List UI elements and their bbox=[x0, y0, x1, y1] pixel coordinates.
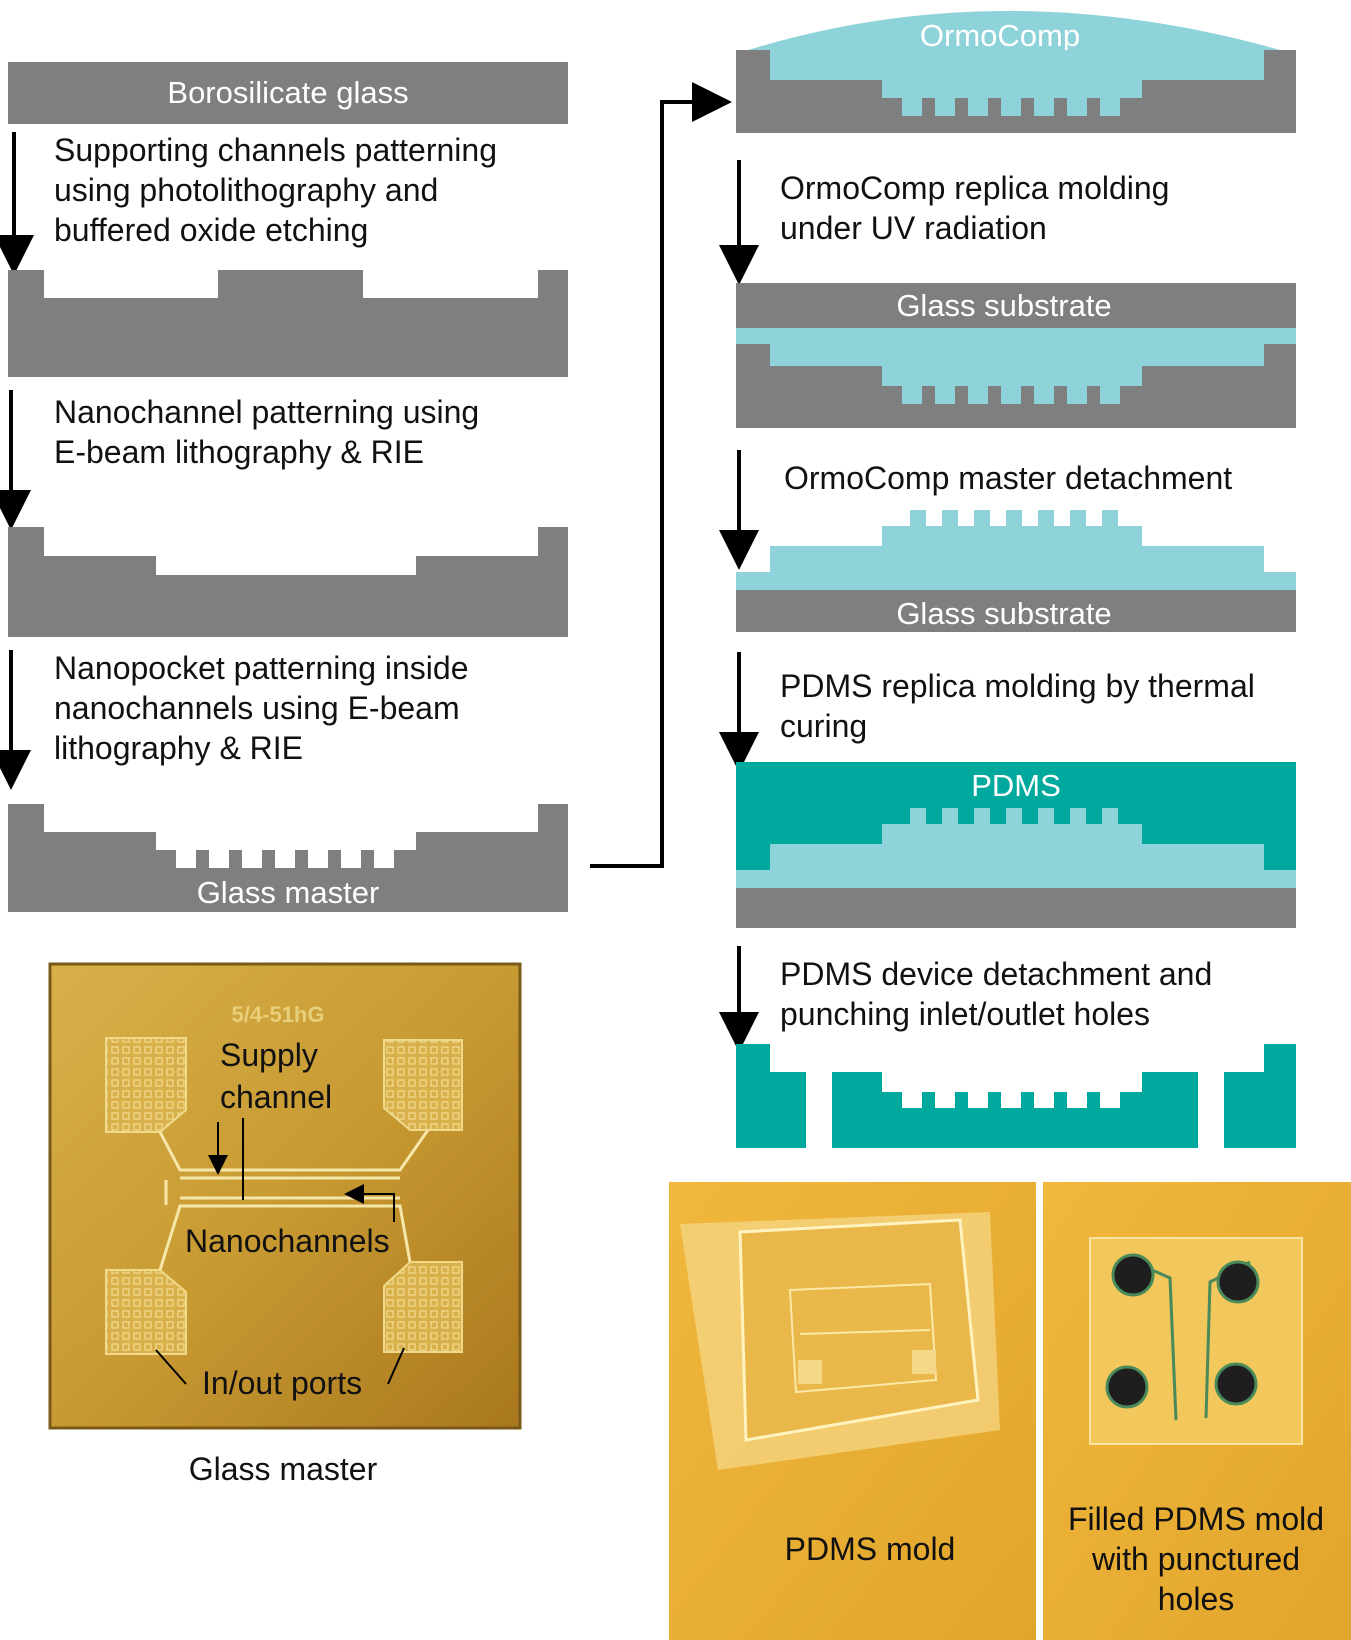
glass-substrate-bottom bbox=[736, 590, 1296, 632]
filled-pdms-caption-1: Filled PDMS mold bbox=[1068, 1501, 1324, 1537]
right-glass-master-1 bbox=[736, 50, 1296, 133]
nanochannels-label: Nanochannels bbox=[185, 1223, 390, 1259]
right-glass-master-2 bbox=[736, 344, 1296, 428]
glass-substrate-top bbox=[736, 283, 1296, 328]
glass-master-photo: 5/4-51hG Supply channel Nanochannels In/… bbox=[48, 962, 522, 1430]
glass-supporting-channels bbox=[8, 270, 568, 377]
filled-pdms-caption-2: with punctured bbox=[1091, 1541, 1300, 1577]
filled-pdms-photo bbox=[1043, 1182, 1351, 1640]
pdms-device-center bbox=[832, 1072, 1198, 1148]
supply-channel-label-2: channel bbox=[220, 1079, 332, 1115]
pdms-device-left bbox=[736, 1044, 806, 1148]
hole-top-left bbox=[1111, 1253, 1155, 1297]
port-bottom-left bbox=[105, 1269, 187, 1355]
glass-substrate-label-1: Glass substrate bbox=[896, 288, 1111, 323]
port-top-left bbox=[105, 1037, 187, 1133]
filled-pdms-caption-3: holes bbox=[1158, 1581, 1235, 1617]
supply-channel-lines bbox=[158, 1129, 430, 1271]
glass-master-caption: Glass master bbox=[189, 1451, 378, 1487]
ormocomp-layer-2 bbox=[736, 328, 1296, 406]
step5-text: OrmoComp master detachment bbox=[784, 460, 1233, 496]
hole-bottom-right bbox=[1214, 1362, 1258, 1406]
glass-substrate-under-pdms bbox=[736, 888, 1296, 928]
step7-text: PDMS device detachment and punching inle… bbox=[780, 956, 1213, 1032]
connector-arrow bbox=[590, 82, 732, 868]
step4-text: OrmoComp replica molding under UV radiat… bbox=[780, 170, 1170, 246]
port-bottom-right bbox=[383, 1261, 463, 1353]
step2-text: Nanochannel patterning using E-beam lith… bbox=[54, 394, 480, 470]
borosilicate-glass-bar bbox=[8, 62, 568, 124]
pdms-device-right bbox=[1224, 1044, 1296, 1148]
glass-nanochannel bbox=[8, 527, 568, 637]
hole-bottom-left bbox=[1105, 1365, 1149, 1409]
ormocomp-master-under-pdms bbox=[736, 808, 1296, 888]
step3-text: Nanopocket patterning inside nanochannel… bbox=[54, 650, 469, 766]
ormocomp-in-mold bbox=[770, 50, 1264, 116]
supply-channel-label-1: Supply bbox=[220, 1037, 318, 1073]
pdms-mold-photo bbox=[669, 1182, 1036, 1640]
pdms-mold-caption: PDMS mold bbox=[785, 1531, 956, 1567]
borosilicate-glass-label: Borosilicate glass bbox=[167, 75, 408, 110]
ormocomp-master bbox=[736, 510, 1296, 590]
step1-text: Supporting channels patterning using pho… bbox=[54, 132, 497, 248]
hole-top-right bbox=[1216, 1260, 1260, 1304]
glass-master-bar-label: Glass master bbox=[197, 875, 380, 910]
port-top-right bbox=[383, 1039, 463, 1131]
step6-text: PDMS replica molding by thermal curing bbox=[780, 668, 1255, 744]
glass-substrate-label-2: Glass substrate bbox=[896, 596, 1111, 631]
glass-master-nanopockets bbox=[8, 804, 568, 912]
chip-code-text: 5/4-51hG bbox=[232, 1002, 325, 1027]
ormocomp-label: OrmoComp bbox=[920, 18, 1080, 53]
ports-label: In/out ports bbox=[202, 1365, 362, 1401]
pdms-label: PDMS bbox=[971, 768, 1061, 803]
